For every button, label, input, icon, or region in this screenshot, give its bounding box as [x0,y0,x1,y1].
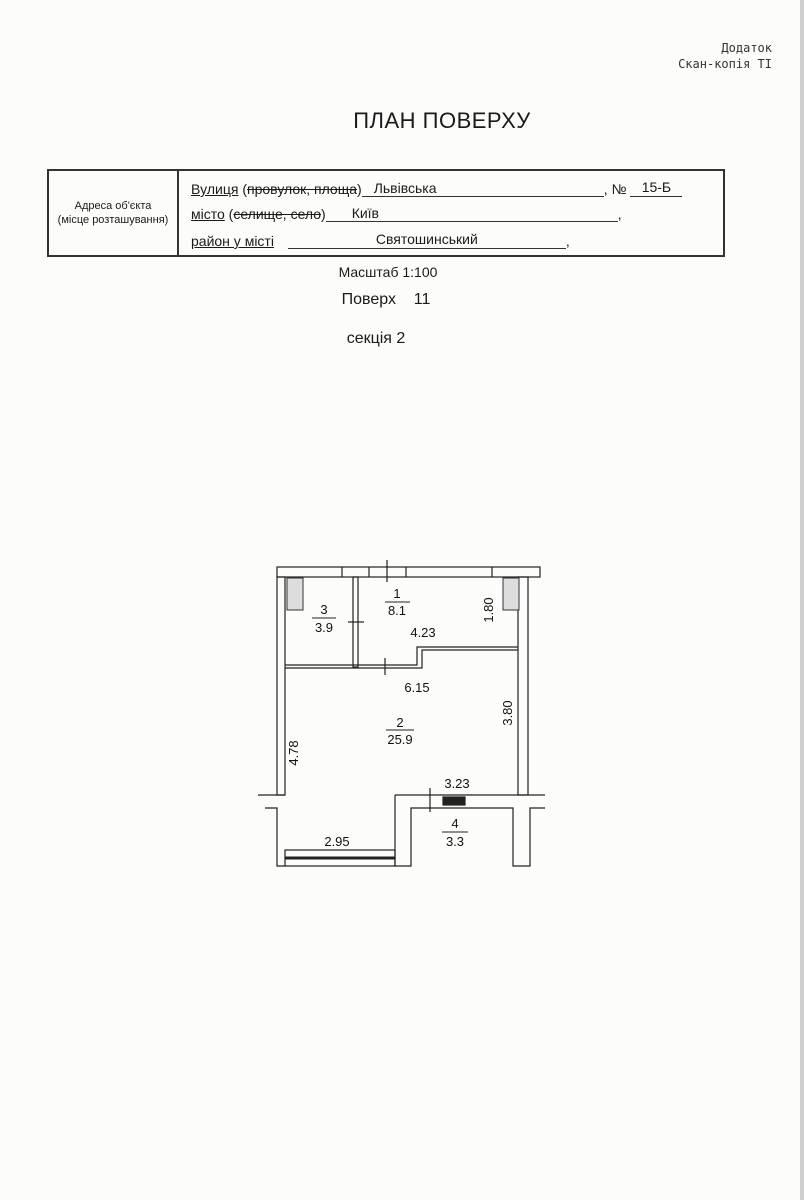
number-value: 15-Б [630,179,683,197]
city-value: Київ [325,205,618,222]
street-struck: провулок, площа [247,181,358,197]
page-title: ПЛАН ПОВЕРХУ [353,108,531,133]
floor-row: Поверх 11 [0,291,788,309]
number-label: № [611,181,627,197]
scale-text: Масштаб 1:100 [338,264,438,280]
floor-value: 11 [413,291,431,308]
dimension-4-23: 4.23 [410,625,435,640]
room-1-area: 8.1 [388,603,406,618]
room-3-area: 3.9 [315,620,333,635]
vent-shaft-left [286,577,304,611]
room-4-number: 4 [451,816,458,831]
city-row: місто (селище, село)Київ, [191,205,622,222]
city-struck: селище, село [233,206,322,222]
dimension-3-80: 3.80 [500,700,515,725]
street-label: Вулиця [191,181,239,197]
room-1-number: 1 [393,586,400,601]
room-4-area: 3.3 [446,834,464,849]
ventilation-shafts [286,577,520,611]
vent-shaft-right [502,577,520,611]
district-row: район у місті Святошинський, [191,231,570,249]
district-value: Святошинський [287,231,566,249]
room-2-number: 2 [396,715,403,730]
scan-copy-label: Скан-копія ТІ [678,57,772,71]
appendix-note: Додаток Скан-копія ТІ [678,40,772,72]
section-text: секція 2 [346,330,406,347]
address-label: Адреса об'єкта (місце розташування) [49,171,179,255]
district-label: район у місті [191,233,274,249]
city-label: місто [191,206,225,222]
address-table: Адреса об'єкта (місце розташування) Вули… [47,169,725,257]
floor-label: Поверх [341,291,396,308]
appendix-label: Додаток [721,41,772,55]
address-label-line2: (місце розташування) [57,214,169,226]
address-label-line1: Адреса об'єкта [74,200,152,212]
dimension-4-78: 4.78 [286,740,301,765]
dimension-2-95: 2.95 [324,834,349,849]
plan-walls [258,560,545,867]
street-value: Львівська [361,180,604,197]
dimension-3-23: 3.23 [444,776,469,791]
room-2-area: 25.9 [387,732,412,747]
address-body: Вулиця (провулок, площа)Львівська, № 15-… [179,171,723,255]
dimension-6-15: 6.15 [404,680,429,695]
room-3-number: 3 [320,602,327,617]
street-row: Вулиця (провулок, площа)Львівська, № 15-… [191,179,683,197]
dimension-1-80: 1.80 [481,597,496,622]
